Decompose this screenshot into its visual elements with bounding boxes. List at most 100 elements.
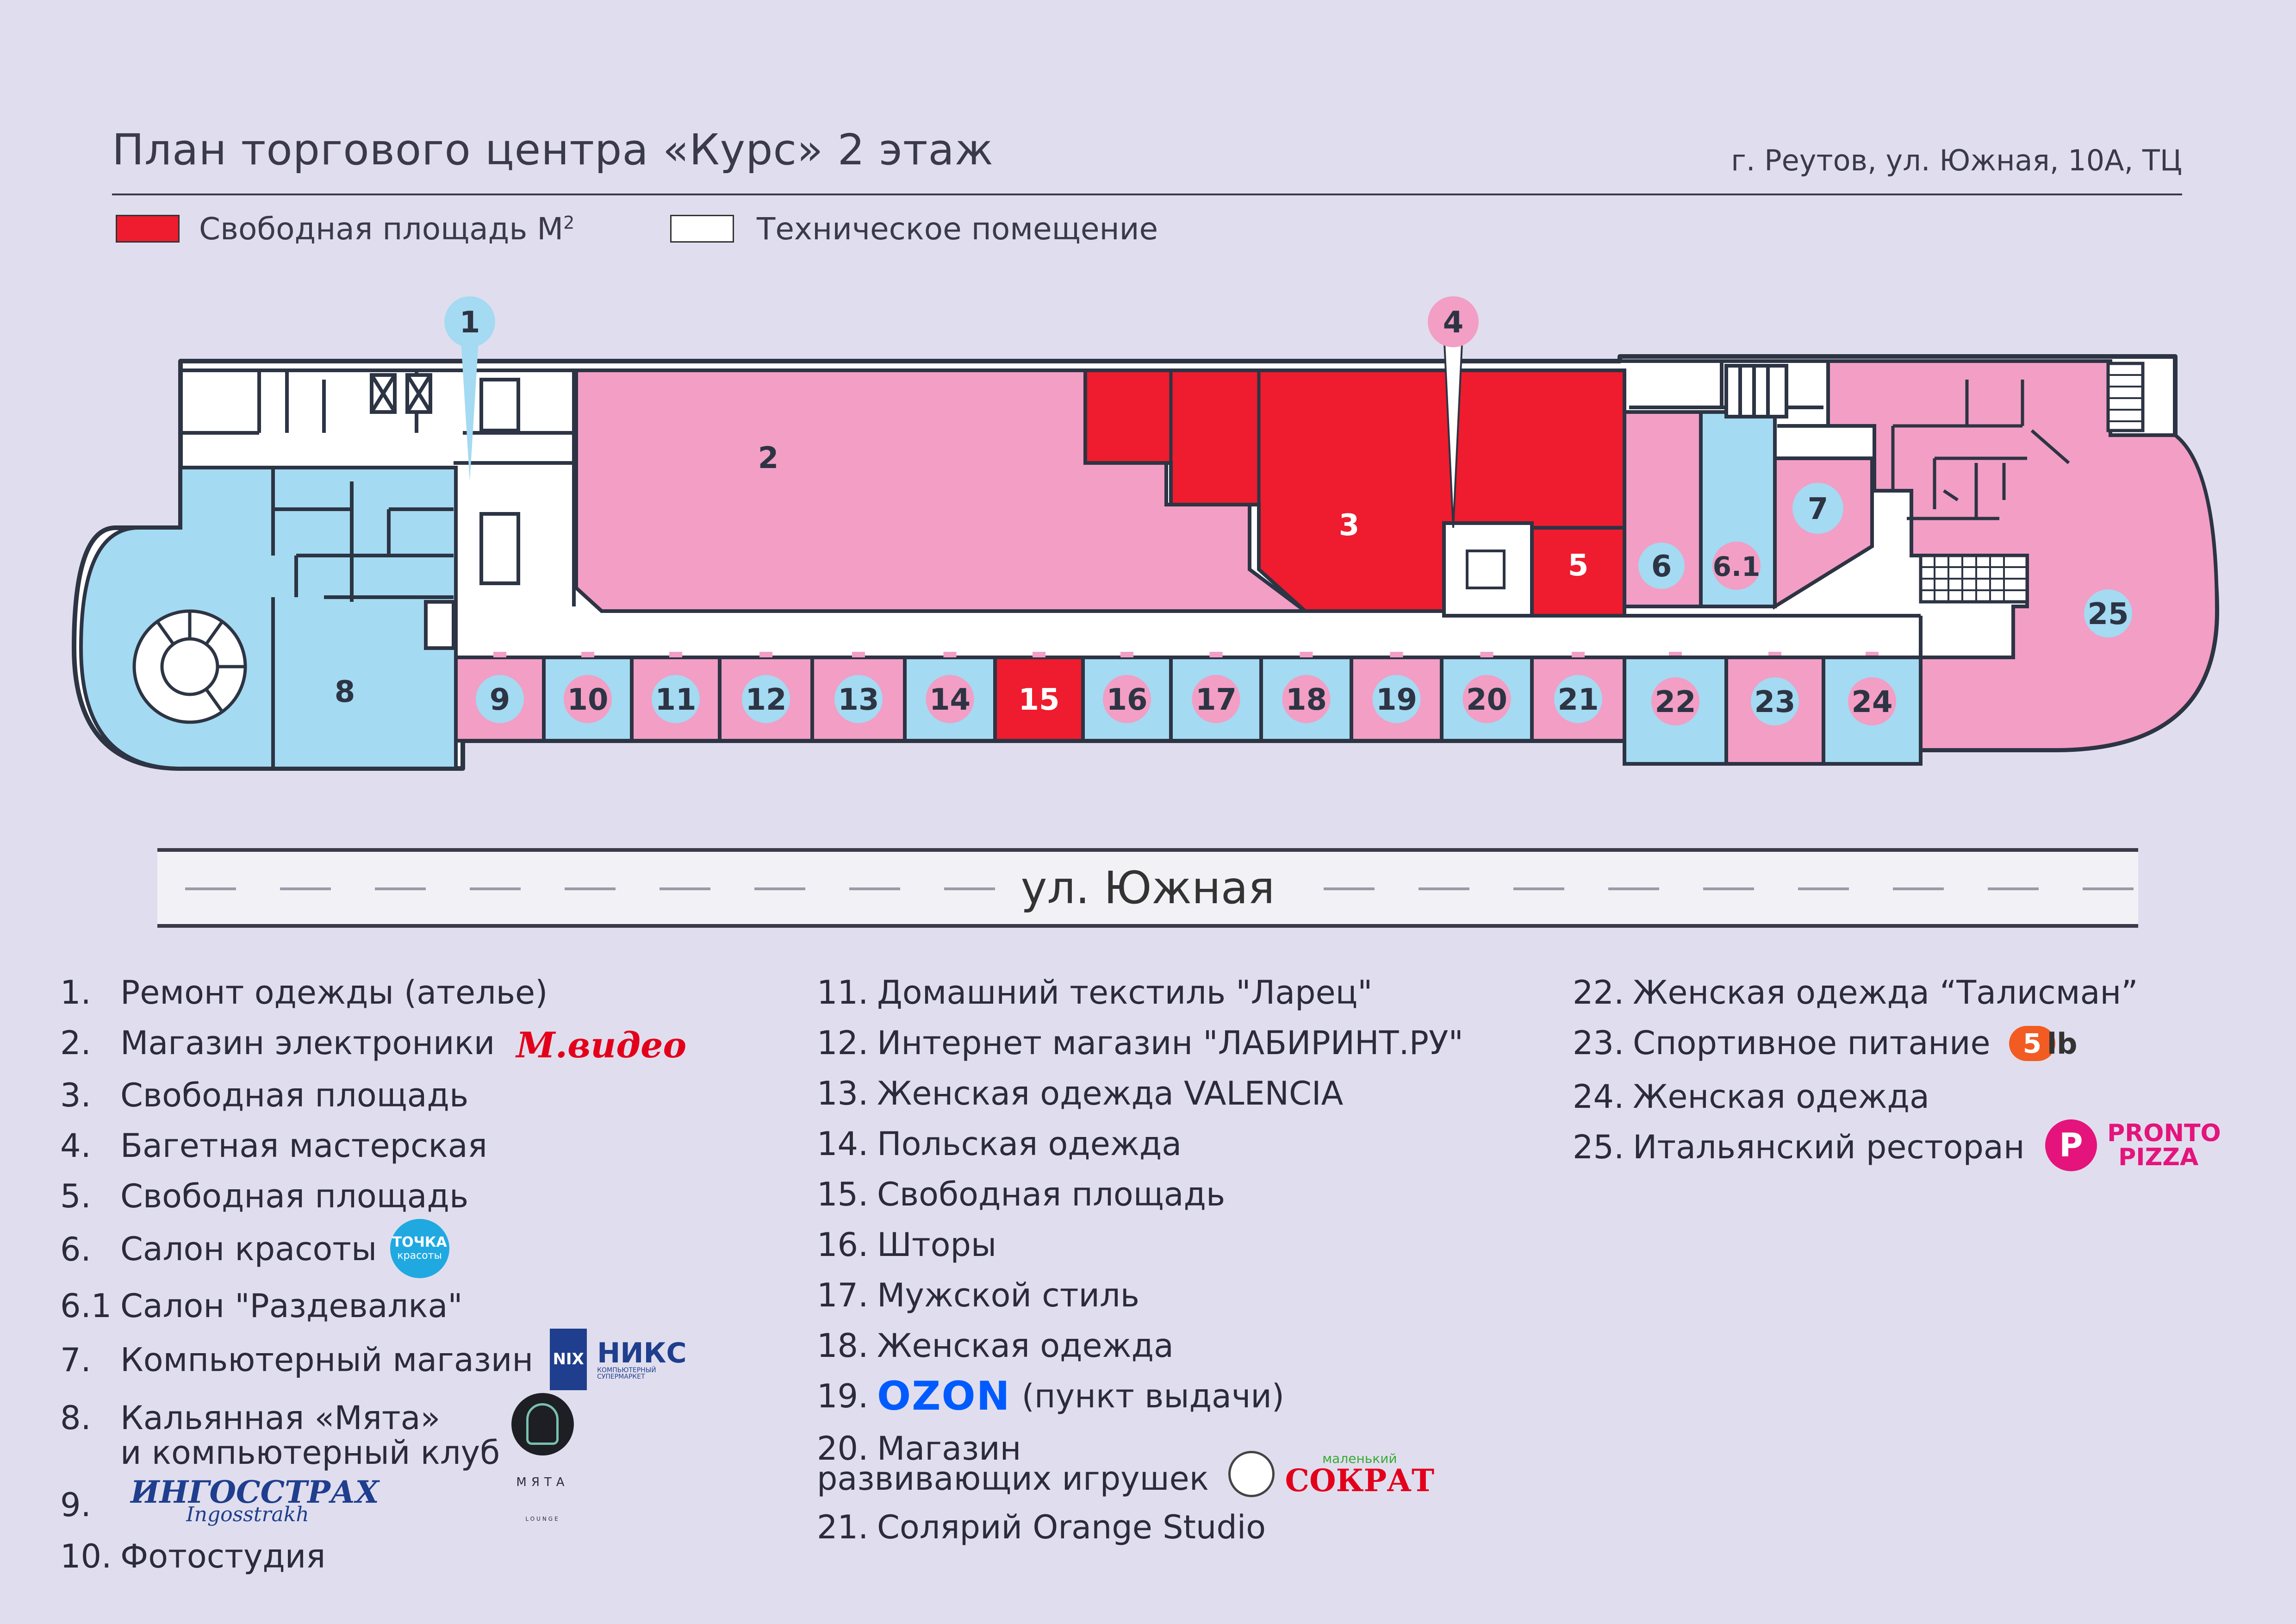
legend-technical-label: Техническое помещение xyxy=(757,211,1158,247)
item-text-line2: и компьютерный клуб xyxy=(120,1434,500,1472)
street-edge-top xyxy=(157,848,2138,852)
directory-item-18: 18.Женская одежда xyxy=(817,1321,1463,1371)
item-text: Свободная площадь xyxy=(877,1175,1226,1213)
legend-technical-swatch xyxy=(670,215,734,243)
item-text: Женская одежда VALENCIA xyxy=(877,1074,1344,1112)
sokrat-owl-icon xyxy=(1228,1450,1275,1497)
item-text: Шторы xyxy=(877,1226,997,1264)
item-number: 12. xyxy=(817,1024,869,1062)
shop-door-13 xyxy=(852,652,865,657)
directory-col-1: 1.Ремонт одежды (ателье) 2.Магазин элект… xyxy=(60,968,687,1582)
item-number: 18. xyxy=(817,1327,869,1365)
pronto-logo-mark: P xyxy=(2045,1119,2097,1172)
directory-item-15: 15.Свободная площадь xyxy=(817,1169,1463,1220)
shop-door-19 xyxy=(1390,652,1403,657)
item-text-line2: развивающих игрушек xyxy=(817,1460,1209,1498)
directory-item-4: 4.Багетная мастерская xyxy=(60,1121,687,1171)
myata-logo: МЯТА LOUNGE xyxy=(511,1393,574,1544)
directory-item-25: 25.Итальянский ресторан P PRONTO PIZZA xyxy=(1573,1119,2221,1176)
item-number: 20. xyxy=(817,1430,869,1468)
unit-6-bubble xyxy=(1638,543,1685,589)
item-number: 16. xyxy=(817,1226,869,1264)
unit-8-area xyxy=(79,466,458,770)
unit-8-label: 8 xyxy=(335,675,355,709)
unit-25-walls xyxy=(1891,380,2070,520)
item-text: Салон "Раздевалка" xyxy=(120,1287,463,1325)
item-number: 23. xyxy=(1573,1024,1624,1062)
myata-logo-sub: LOUNGE xyxy=(525,1516,560,1523)
item-text: Компьютерный магазин xyxy=(120,1341,534,1379)
unit-3-walls xyxy=(1169,370,1261,505)
shop-bubble-23 xyxy=(1751,677,1799,725)
niks-logo-sub: КОМПЬЮТЕРНЫЙ СУПЕРМАРКЕТ xyxy=(597,1366,656,1380)
item-text: Свободная площадь xyxy=(120,1177,469,1216)
directory-item-6: 6.Салон красоты ТОЧКА красоты xyxy=(60,1219,687,1281)
niks-logo: NIX НИКС КОМПЬЮТЕРНЫЙ СУПЕРМАРКЕТ xyxy=(550,1329,687,1391)
directory-item-10: 10.Фотостудия xyxy=(60,1531,687,1582)
shop-label-12: 12 xyxy=(745,683,786,717)
sokrat-logo-top: маленький xyxy=(1322,1450,1397,1466)
unit-25-bubble xyxy=(2084,589,2132,637)
shop-bubble-12 xyxy=(742,675,790,723)
shop-door-9 xyxy=(493,652,506,657)
shop-door-14 xyxy=(943,652,957,657)
unit-7-bubble xyxy=(1792,483,1843,534)
marker-1-label: 1 xyxy=(460,306,480,340)
shop-label-17: 17 xyxy=(1195,683,1237,717)
shop-bubble-18 xyxy=(1282,675,1331,723)
item-number: 13. xyxy=(817,1074,869,1112)
item-text: Магазин xyxy=(877,1430,1021,1468)
shop-label-16: 16 xyxy=(1106,683,1147,717)
shop-door-11 xyxy=(669,652,682,657)
item-text: Магазин электроники xyxy=(120,1024,495,1062)
shop-door-16 xyxy=(1120,652,1133,657)
5lb-logo-text: lb xyxy=(2047,1026,2078,1061)
item-number: 6.1 xyxy=(60,1287,112,1325)
5lb-logo-mark: 5 xyxy=(2009,1026,2055,1062)
sokrat-logo: маленький СОКРАТ xyxy=(1228,1447,1434,1497)
myata-logo-text: МЯТА xyxy=(516,1475,569,1490)
corridor-walls xyxy=(454,611,1923,659)
street-dashes xyxy=(185,887,2134,890)
shop-door-18 xyxy=(1300,652,1313,657)
directory-item-17: 17.Мужской стиль xyxy=(817,1270,1463,1321)
item-text: Спортивное питание xyxy=(1633,1024,1991,1062)
shop-door-21 xyxy=(1572,652,1585,657)
item-text: Багетная мастерская xyxy=(120,1127,487,1165)
item-text: Домашний текстиль "Ларец" xyxy=(877,974,1373,1012)
item-text: Кальянная «Мята» xyxy=(120,1399,441,1437)
item-number: 6. xyxy=(60,1230,91,1268)
item-number: 8. xyxy=(60,1399,91,1437)
item-number: 7. xyxy=(60,1341,91,1379)
directory-item-3: 3.Свободная площадь xyxy=(60,1070,687,1121)
item-text: Ремонт одежды (ателье) xyxy=(120,974,548,1012)
unit-3-label: 3 xyxy=(1339,508,1360,543)
street-edge-bottom xyxy=(157,924,2138,928)
item-number: 11. xyxy=(817,974,869,1012)
directory-item-5: 5. Свободная площадь xyxy=(60,1171,687,1222)
item-text: Женская одежда “Талисман” xyxy=(1633,974,2138,1012)
item-number: 17. xyxy=(817,1276,869,1314)
unit-5-label: 5 xyxy=(1568,549,1589,583)
address: г. Реутов, ул. Южная, 10А, ТЦ xyxy=(1731,144,2182,177)
shop-bubble-19 xyxy=(1372,675,1421,723)
directory-item-21: 21.Солярий Orange Studio xyxy=(817,1502,1463,1553)
item-number: 10. xyxy=(60,1537,112,1576)
shop-label-15: 15 xyxy=(1018,683,1059,717)
shop-door-20 xyxy=(1480,652,1493,657)
shop-label-9: 9 xyxy=(490,683,510,717)
item-text: Солярий Orange Studio xyxy=(877,1508,1266,1547)
header-divider xyxy=(112,194,2182,195)
unit-61-label: 6.1 xyxy=(1713,551,1761,582)
shop-label-14: 14 xyxy=(929,683,971,717)
ozon-logo: OZON xyxy=(877,1373,1011,1420)
marker-1-stem xyxy=(460,333,479,481)
item-text: Итальянский ресторан xyxy=(1633,1128,2025,1166)
shop-bubble-20 xyxy=(1462,675,1511,723)
item-number: 5. xyxy=(60,1177,91,1216)
item-number: 3. xyxy=(60,1076,91,1115)
